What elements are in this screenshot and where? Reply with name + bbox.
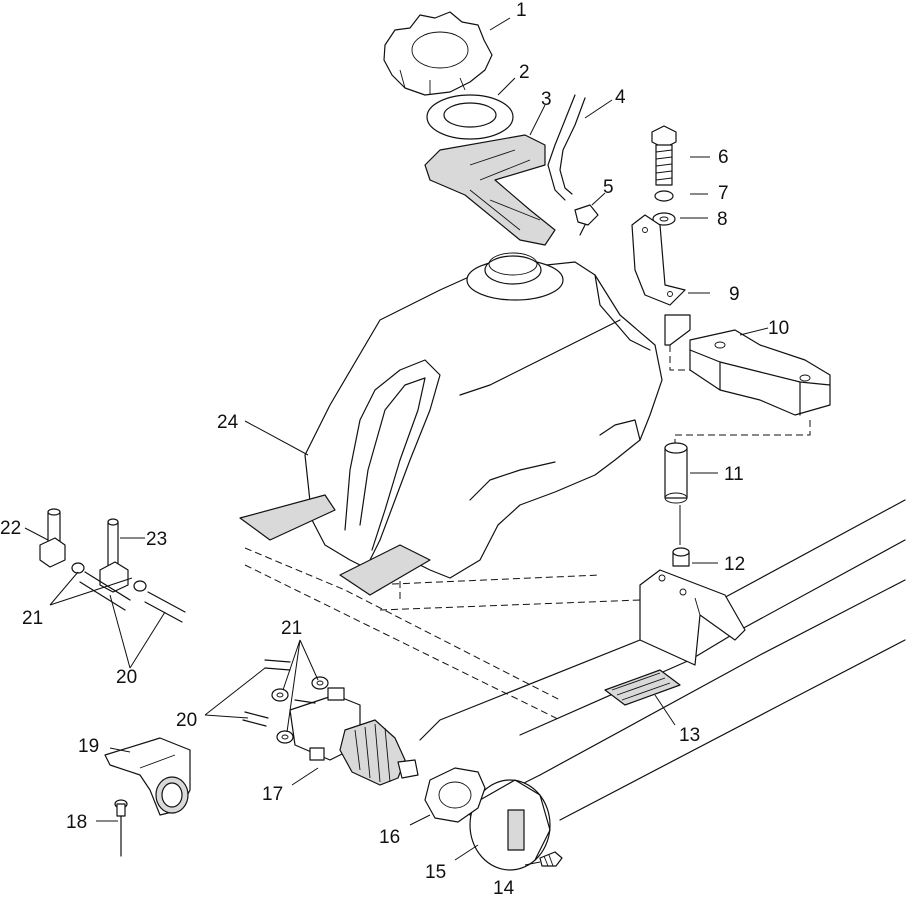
valve-bracket — [104, 737, 191, 816]
callout-23: 23 — [146, 529, 167, 550]
callout-8: 8 — [717, 209, 728, 230]
callout-12: 12 — [724, 554, 745, 575]
callout-9: 9 — [729, 284, 740, 305]
callout-18: 18 — [66, 812, 87, 833]
hex-nut — [424, 767, 486, 823]
tank-bracket — [631, 214, 700, 371]
callout-5: 5 — [603, 177, 614, 198]
cap-gasket — [426, 94, 514, 140]
callout-2: 2 — [519, 62, 530, 83]
frame-rail — [419, 499, 906, 821]
lock-washer — [654, 190, 674, 202]
vent-fitting — [574, 204, 599, 236]
callout-20-hoses: 20 — [116, 667, 137, 688]
screw — [539, 851, 563, 867]
hoses — [79, 571, 186, 623]
flat-washer — [652, 212, 676, 226]
callout-1: 1 — [516, 0, 527, 21]
fuel-valve — [289, 687, 419, 786]
callout-16: 16 — [379, 827, 400, 848]
callout-21-hoses: 21 — [22, 608, 43, 629]
callout-17: 17 — [262, 784, 283, 805]
elbow-fitting — [39, 508, 66, 568]
callout-20-valve: 20 — [176, 710, 197, 731]
callout-10: 10 — [768, 318, 789, 339]
fuel-tank — [239, 252, 663, 596]
vent-hose — [547, 94, 586, 201]
tee-fitting — [99, 518, 129, 593]
valve-hoses — [242, 659, 291, 727]
callout-6: 6 — [718, 147, 729, 168]
callout-21-valve: 21 — [281, 618, 302, 639]
callout-13: 13 — [679, 725, 700, 746]
fuel-cap — [383, 11, 493, 96]
leader-lines — [24, 17, 769, 866]
callout-7: 7 — [718, 183, 729, 204]
callout-labels: 1 2 3 4 5 6 7 8 9 10 11 12 13 14 15 16 1… — [0, 0, 789, 897]
callout-22: 22 — [0, 518, 21, 539]
bolt — [651, 125, 677, 186]
callout-24: 24 — [217, 412, 239, 433]
foam-strip — [424, 134, 556, 246]
rivet — [114, 799, 128, 857]
spacer-tube — [664, 442, 688, 545]
callout-14: 14 — [493, 878, 515, 897]
valve-washers — [271, 676, 329, 744]
hose-washers — [71, 562, 147, 592]
callout-11: 11 — [724, 464, 744, 485]
bushing — [672, 547, 690, 567]
callout-19: 19 — [78, 736, 99, 757]
cover-cap — [469, 779, 551, 871]
bumper-block — [674, 329, 831, 445]
callout-15: 15 — [425, 862, 446, 883]
callout-3: 3 — [541, 89, 552, 110]
callout-4: 4 — [615, 87, 626, 108]
